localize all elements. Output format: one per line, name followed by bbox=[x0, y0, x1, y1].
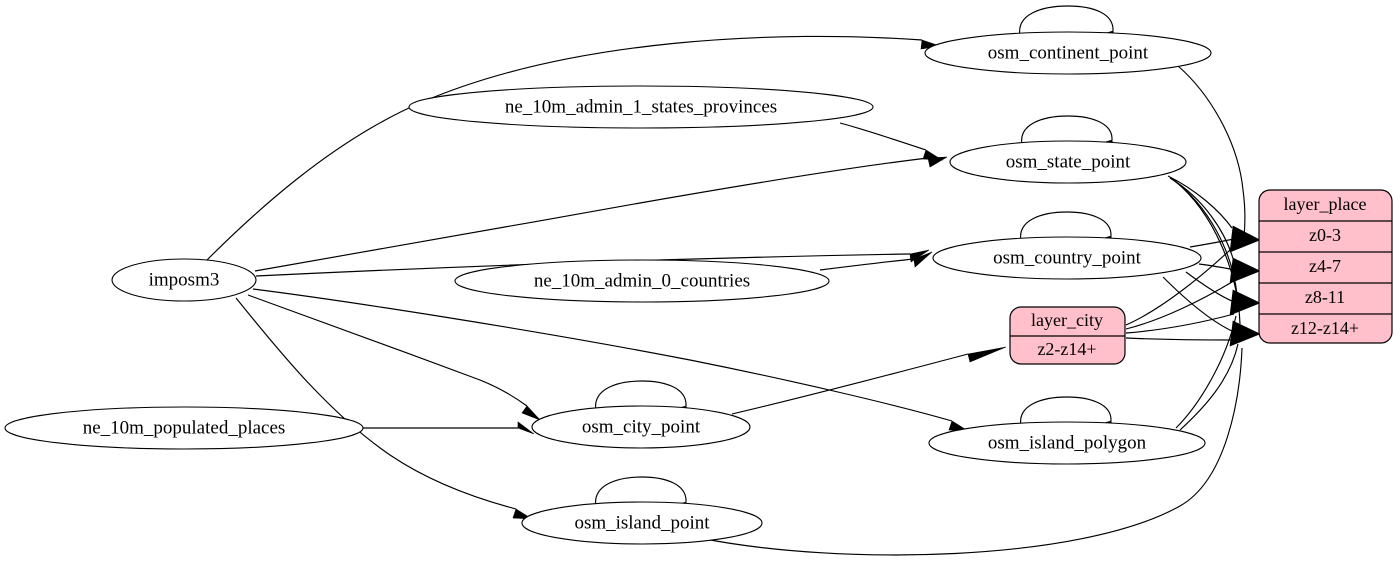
edge-self-loop-osm-island-polygon bbox=[1020, 396, 1112, 427]
edge-layer-city-to-layer-place-z0-3 bbox=[1125, 249, 1231, 326]
edge-osm-state-point-to-layer-place-z8-11 bbox=[1171, 178, 1238, 295]
edge-imposm3-to-osm-island-polygon bbox=[252, 288, 953, 422]
arrowhead bbox=[922, 149, 944, 161]
node-osm-island-point[interactable]: osm_island_point bbox=[521, 501, 763, 545]
edge-self-loop-osm-continent-point bbox=[1019, 5, 1114, 37]
edge-osm-continent-point-to-layer-place-z0-3 bbox=[1177, 65, 1246, 237]
edge-osm-state-point-to-layer-place-z0-3 bbox=[1167, 175, 1233, 229]
node-ne-10m-admin-1-states-provinces[interactable]: ne_10m_admin_1_states_provinces bbox=[408, 85, 874, 129]
node-ne-10m-populated-places[interactable]: ne_10m_populated_places bbox=[4, 406, 364, 450]
edge-osm-island-point-to-layer-place-z12-z14 bbox=[699, 347, 1243, 556]
arrowhead-layer-place-z8-11 bbox=[1229, 289, 1261, 316]
arrowhead-layer-place-z4-7 bbox=[1229, 257, 1261, 284]
record-layer-city[interactable]: layer_city z2-z14+ bbox=[1009, 306, 1126, 365]
edge-layer bbox=[205, 5, 1261, 556]
edge-layer-city-to-layer-place-z12-z14 bbox=[1125, 337, 1235, 341]
edge-osm-city-point-to-layer-city bbox=[731, 353, 969, 415]
arrowhead-layer-place-z0-3 bbox=[1229, 225, 1261, 253]
node-osm-city-point[interactable]: osm_city_point bbox=[531, 405, 751, 449]
node-imposm3[interactable]: imposm3 bbox=[111, 258, 257, 302]
node-osm-island-polygon[interactable]: osm_island_polygon bbox=[928, 421, 1206, 465]
edge-self-loop-osm-country-point bbox=[1020, 211, 1112, 242]
arrowhead bbox=[517, 421, 535, 435]
edge-admin-0-countries-to-osm-country-point bbox=[819, 258, 915, 271]
edge-states-provinces-to-osm-state-point bbox=[839, 122, 927, 151]
edge-imposm3-to-osm-continent-point bbox=[205, 35, 923, 262]
node-osm-continent-point[interactable]: osm_continent_point bbox=[924, 31, 1212, 75]
edge-osm-island-polygon-to-layer-place-z12-z14 bbox=[1179, 343, 1239, 431]
edge-imposm3-to-osm-island-point bbox=[235, 297, 517, 510]
arrowhead bbox=[521, 405, 541, 421]
edge-imposm3-to-osm-state-point bbox=[254, 157, 929, 272]
edge-osm-country-point-to-layer-place-z12-z14 bbox=[1162, 276, 1235, 333]
record-layer-place[interactable]: layer_place z0-3 z4-7 z8-11 z12-z14+ bbox=[1258, 189, 1393, 344]
node-osm-country-point[interactable]: osm_country_point bbox=[932, 236, 1202, 280]
edge-layer-city-to-layer-place-z4-7 bbox=[1125, 281, 1233, 330]
edge-layer-city-to-layer-place-z8-11 bbox=[1125, 313, 1235, 334]
edge-imposm3-to-osm-country-point bbox=[255, 253, 911, 277]
edge-self-loop-osm-island-point bbox=[595, 476, 687, 508]
edge-imposm3-to-osm-city-point bbox=[247, 294, 528, 407]
arrowhead bbox=[967, 346, 1007, 363]
edge-self-loop-osm-state-point bbox=[1021, 115, 1113, 146]
edge-self-loop-osm-city-point bbox=[595, 380, 687, 412]
node-ne-10m-admin-0-countries[interactable]: ne_10m_admin_0_countries bbox=[454, 259, 830, 303]
node-osm-state-point[interactable]: osm_state_point bbox=[949, 140, 1187, 184]
node-layer: imposm3 ne_10m_admin_1_states_provinces … bbox=[4, 31, 1212, 545]
edge-osm-country-point-to-layer-place-z8-11 bbox=[1185, 271, 1235, 303]
arrowhead-layer-place-z12-z14 bbox=[1229, 320, 1261, 347]
edge-osm-island-polygon-to-layer-place-z8-11 bbox=[1175, 315, 1237, 429]
arrowhead bbox=[913, 251, 933, 268]
